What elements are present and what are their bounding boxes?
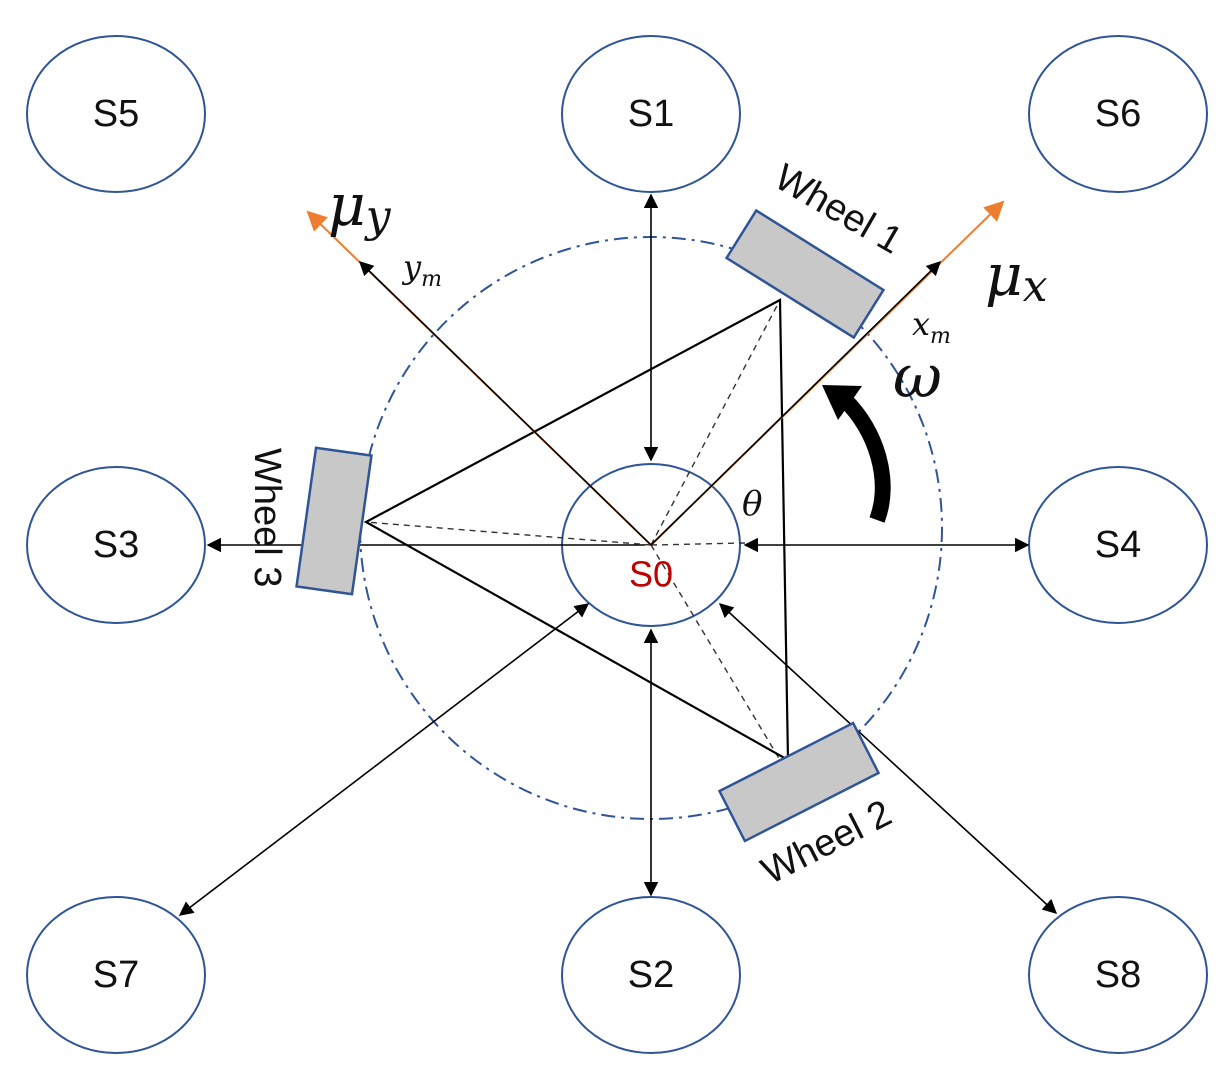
node-s2: S2 — [561, 896, 741, 1054]
node-s5: S5 — [26, 35, 206, 193]
robot-body-triangle — [363, 298, 790, 762]
node-s6-label: S6 — [1095, 93, 1141, 135]
node-s1: S1 — [561, 35, 741, 193]
dash-theta-ref — [650, 542, 746, 546]
xm-label: xm — [912, 305, 951, 349]
omega-arrowhead — [822, 385, 862, 420]
node-s2-label: S2 — [628, 954, 674, 996]
wheel-2 — [717, 721, 881, 843]
node-s7: S7 — [26, 896, 206, 1054]
node-s5-label: S5 — [93, 93, 139, 135]
link-s0-s8 — [718, 603, 1058, 914]
node-s4: S4 — [1028, 466, 1208, 624]
wheel-3-label: Wheel 3 — [246, 448, 288, 587]
ym-axis — [358, 260, 652, 546]
omega-rotation-arrow — [839, 394, 891, 523]
node-s6: S6 — [1028, 35, 1208, 193]
node-s1-label: S1 — [628, 93, 674, 135]
mu-y-label: μy — [328, 171, 392, 242]
node-s4-label: S4 — [1095, 524, 1141, 566]
dash-center-wheel3 — [365, 521, 652, 546]
wheel-1 — [724, 208, 886, 340]
node-s3: S3 — [26, 466, 206, 624]
node-s8: S8 — [1028, 896, 1208, 1054]
node-s0-label: S0 — [629, 554, 673, 595]
ym-label: ym — [401, 248, 442, 292]
dash-center-wheel2 — [650, 544, 781, 761]
node-s7-label: S7 — [93, 954, 139, 996]
node-s3-label: S3 — [93, 524, 139, 566]
omega-label: ω — [893, 342, 942, 412]
mu-x-label: μx — [985, 241, 1048, 312]
dash-center-wheel1 — [650, 299, 781, 546]
node-s8-label: S8 — [1095, 954, 1141, 996]
link-s0-s7 — [178, 603, 590, 916]
theta-label: θ — [742, 484, 762, 524]
wheel-3 — [295, 446, 373, 596]
xm-axis — [650, 260, 942, 546]
